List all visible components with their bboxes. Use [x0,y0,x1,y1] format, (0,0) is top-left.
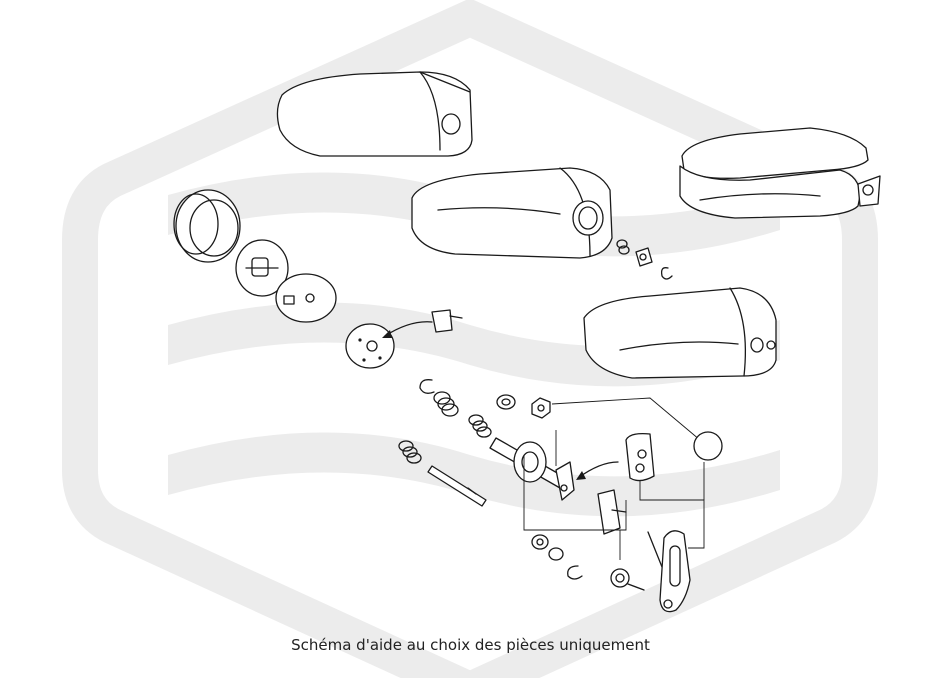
lever-bracket-lower [597,489,627,535]
flat-disc [345,323,395,369]
clip-bracket [431,309,463,333]
armrest-middle [411,167,613,259]
armrest-lower-right [583,287,777,379]
watermark-hexagon [62,0,878,678]
clip-c-1 [419,379,435,394]
hub-disc [235,239,289,297]
notched-disc [275,273,337,323]
nut-1 [531,397,551,419]
spring-3 [398,440,422,464]
long-lever [659,530,691,613]
pin-rod [427,465,487,507]
leader-lines [523,397,723,560]
watermark-stripe-3 [168,432,780,517]
bushing-1 [496,394,516,410]
armrest-top-left [276,71,473,157]
gear-bolt [610,568,645,591]
arrowhead-1 [382,330,392,338]
ring-assembly-left [173,189,241,263]
arrowhead-2 [576,471,586,480]
lever-bracket-upper [625,432,655,482]
clip-c-2 [567,565,583,580]
spring-2 [468,414,492,438]
clip-c-small [660,267,673,280]
bushing-2 [531,534,549,550]
spring-small [616,239,630,255]
armrest-top-right [679,127,881,219]
spring-1 [433,391,459,417]
diagram-caption: Schéma d'aide au choix des pièces unique… [291,636,650,654]
bushing-3 [548,547,564,561]
bracket-small [635,247,653,267]
shaft-assembly [489,437,567,489]
bolt-long [647,531,665,573]
link-plate [555,461,575,501]
